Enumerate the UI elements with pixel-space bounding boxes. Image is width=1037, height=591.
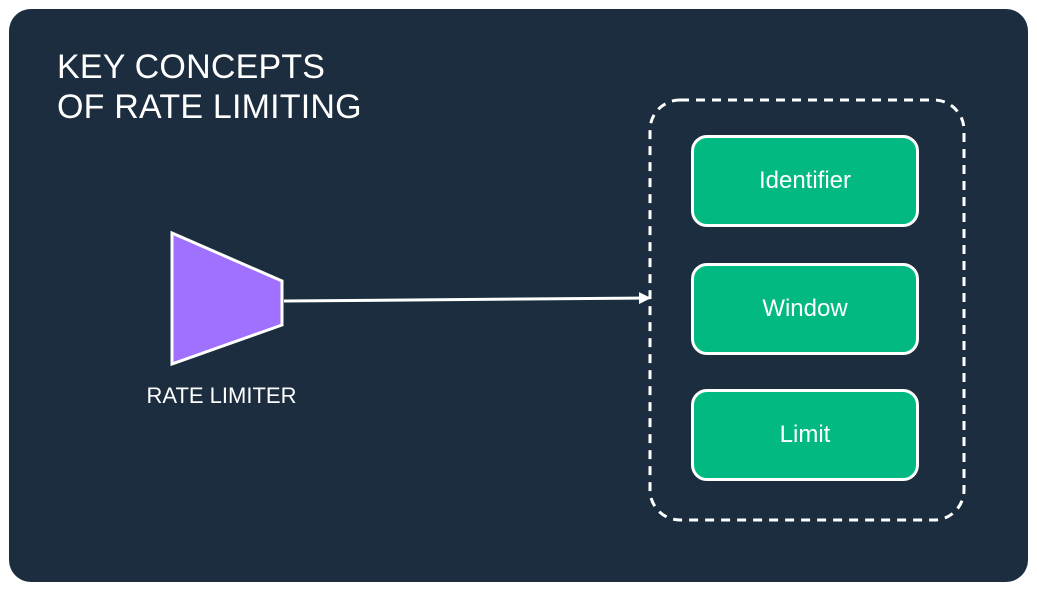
diagram-shapes	[170, 98, 966, 522]
connector-arrow	[283, 292, 651, 305]
concept-box-identifier: Identifier	[691, 135, 919, 227]
rate-limiter-label: RATE LIMITER	[146, 383, 297, 408]
concept-box-limit: Limit	[691, 389, 919, 481]
title-line-2: OF RATE LIMITING	[57, 88, 362, 126]
concept-box-window: Window	[691, 263, 919, 355]
diagram-canvas: KEY CONCEPTS OF RATE LIMITING RATE LIMIT…	[9, 9, 1028, 582]
title-line-1: KEY CONCEPTS	[57, 48, 326, 86]
concepts-group-border	[648, 98, 966, 522]
diagram-title: KEY CONCEPTS OF RATE LIMITING	[57, 47, 362, 127]
rate-limiter-shape	[170, 230, 284, 367]
